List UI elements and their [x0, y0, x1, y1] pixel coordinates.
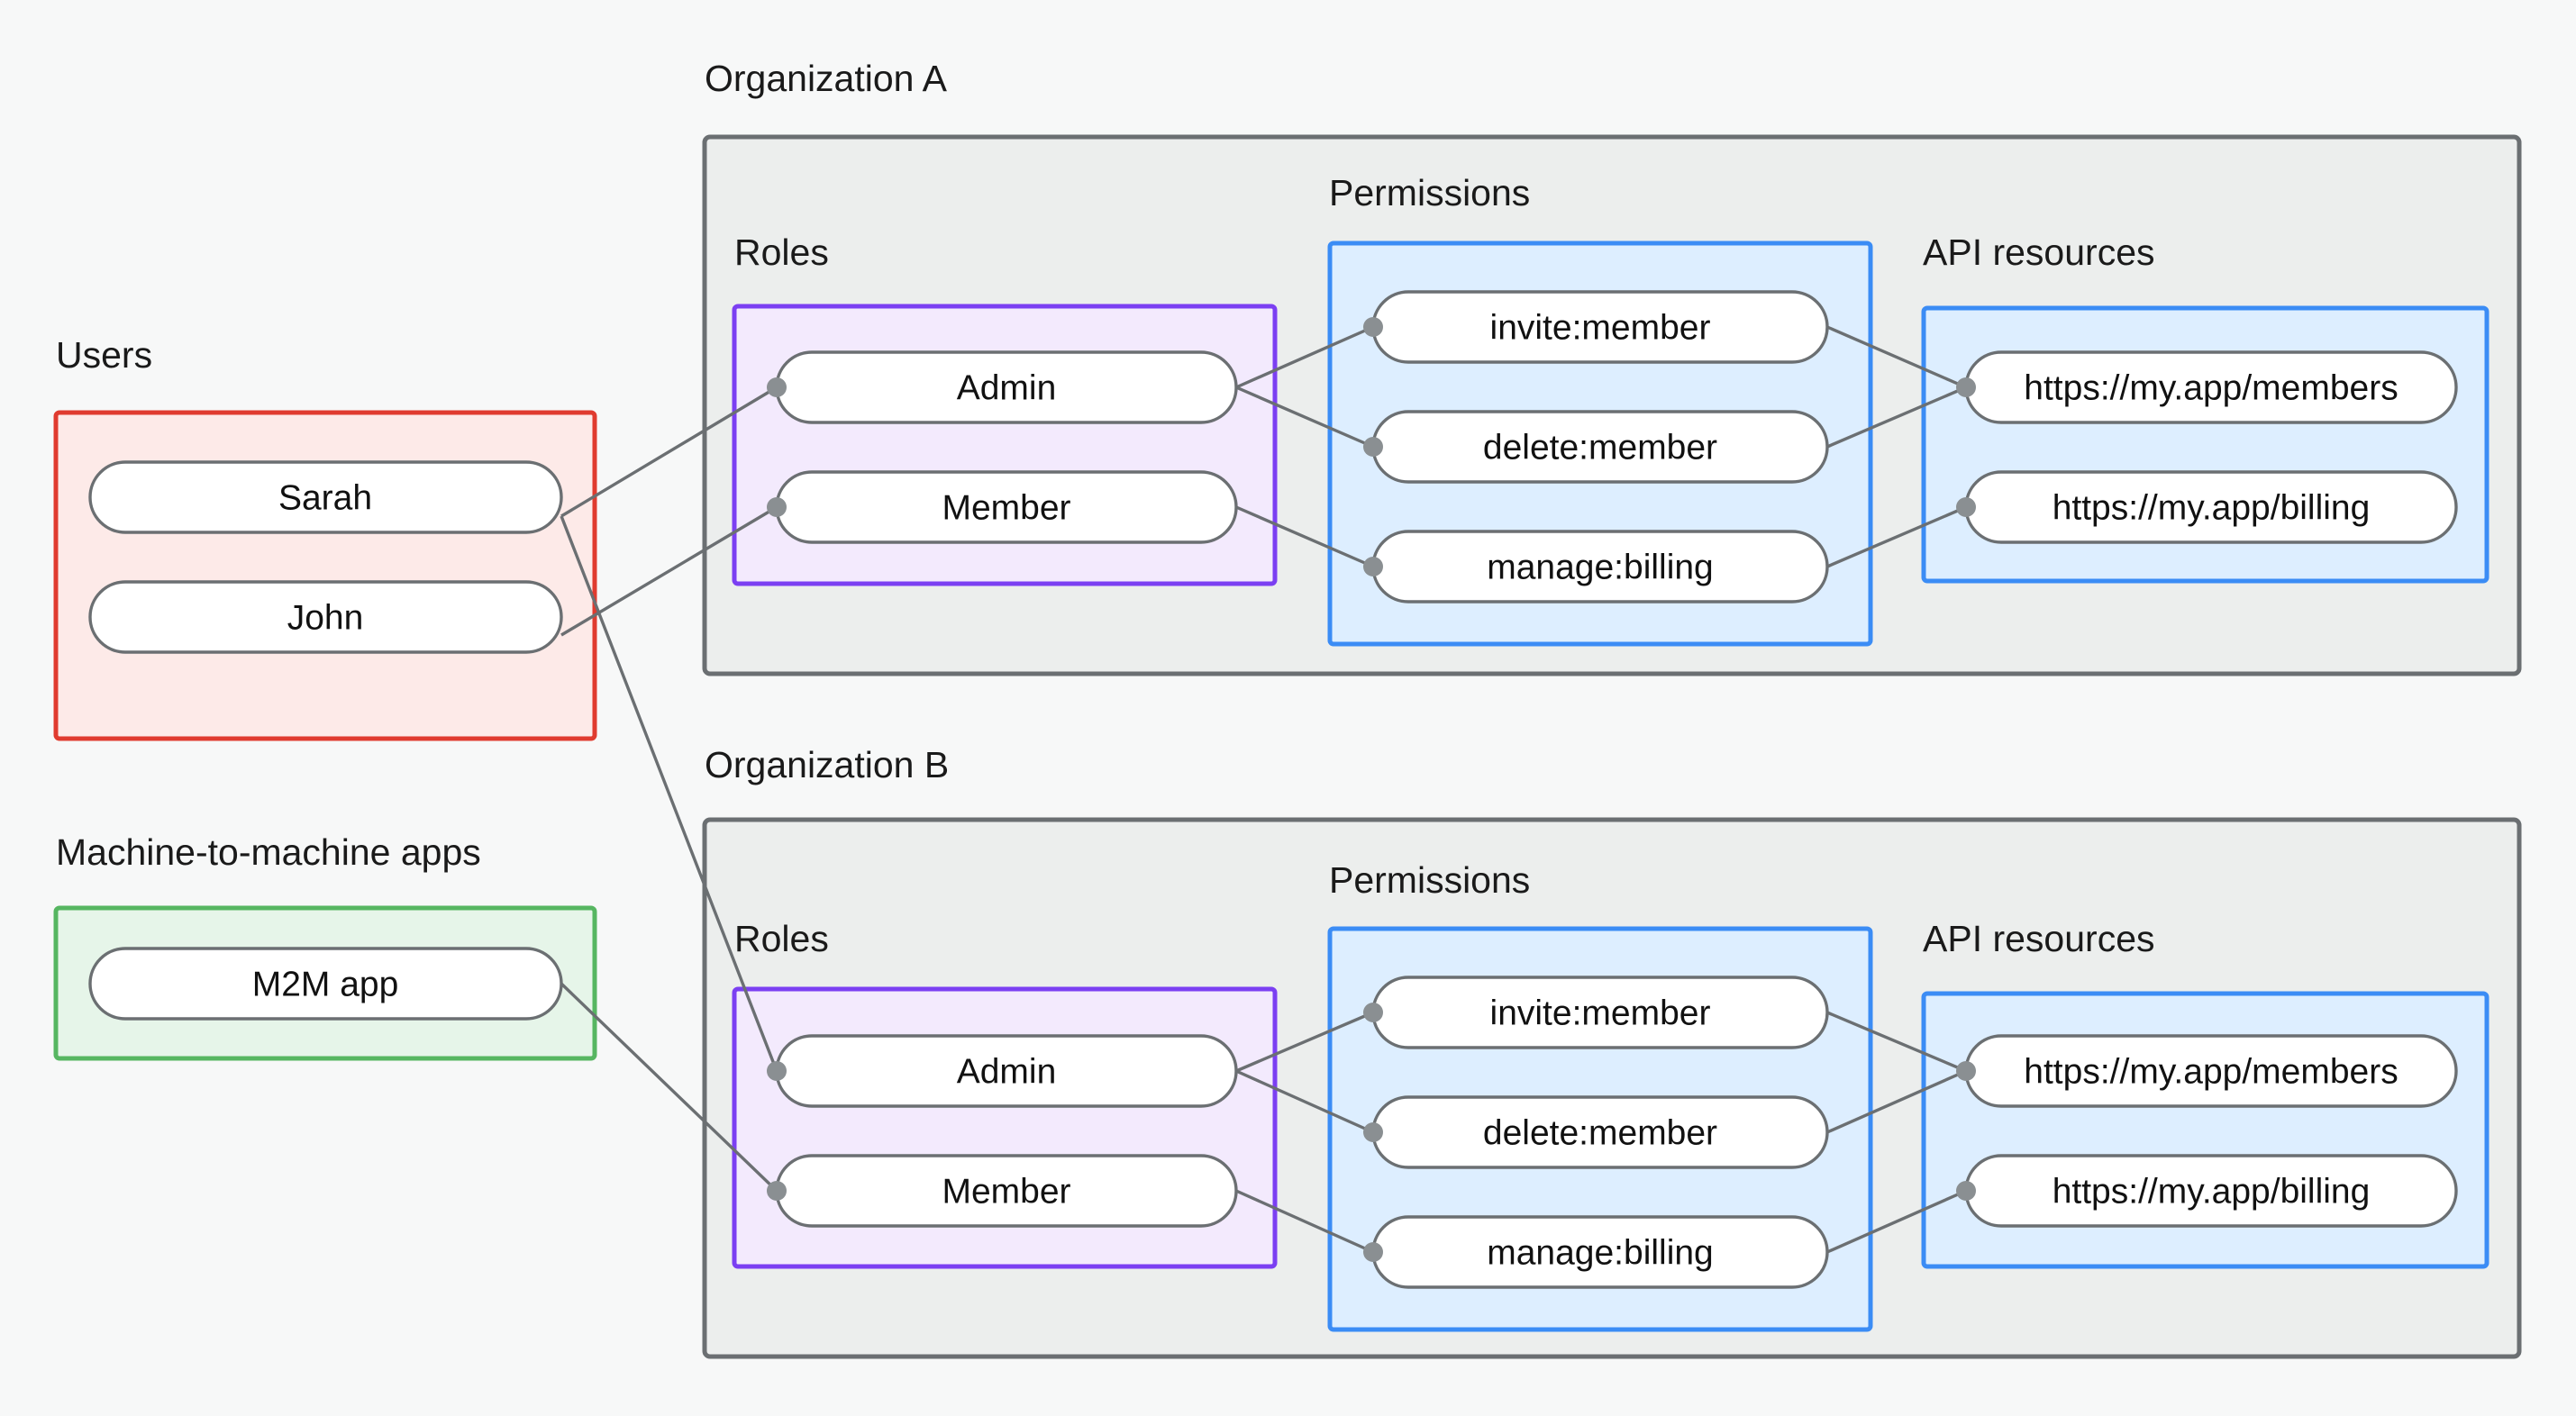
machine-apps-title: Machine-to-machine apps — [56, 831, 481, 873]
edge-endpoint-dots — [767, 317, 1976, 1262]
edge-john-to-a-member — [560, 505, 778, 637]
node-m2m-app-label: M2M app — [252, 965, 399, 1003]
edge-b-billing-to-res-billing — [1826, 1189, 1967, 1254]
edge-b-member-to-billing — [1235, 1189, 1374, 1254]
node-b-invite-member-label: invite:member — [1490, 994, 1711, 1032]
edge-b-admin-to-invite — [1235, 1011, 1374, 1073]
node-b-manage-billing[interactable]: manage:billing — [1371, 1215, 1829, 1289]
edge-m2m-to-b-member — [560, 982, 778, 1193]
node-b-member[interactable]: Member — [775, 1154, 1238, 1228]
edge-b-admin-to-delete — [1235, 1069, 1374, 1134]
edge-a-member-to-billing — [1235, 505, 1374, 568]
dot-a-invite-in — [1363, 317, 1383, 337]
edge-a-delete-to-res-members — [1826, 386, 1967, 449]
edge-sarah-to-b-admin — [560, 515, 778, 1072]
node-b-resource-billing-label: https://my.app/billing — [2053, 1172, 2371, 1211]
roles-b-title: Roles — [734, 918, 829, 959]
node-a-admin[interactable]: Admin — [775, 350, 1238, 424]
edge-sarah-to-a-admin — [560, 386, 778, 518]
node-a-admin-label: Admin — [957, 368, 1057, 407]
dot-a-admin-in — [767, 377, 787, 397]
node-m2m-app[interactable]: M2M app — [88, 947, 563, 1021]
organization-a-title: Organization A — [705, 58, 948, 99]
dot-b-member-in — [767, 1181, 787, 1201]
dot-b-admin-in — [767, 1061, 787, 1081]
node-a-manage-billing[interactable]: manage:billing — [1371, 530, 1829, 604]
dot-b-res-billing-in — [1956, 1181, 1976, 1201]
node-b-admin[interactable]: Admin — [775, 1034, 1238, 1108]
node-b-delete-member[interactable]: delete:member — [1371, 1095, 1829, 1169]
node-a-member-label: Member — [942, 488, 1070, 527]
edge-b-invite-to-res-members — [1826, 1011, 1967, 1073]
node-b-member-label: Member — [942, 1172, 1070, 1211]
dot-a-res-members-in — [1956, 377, 1976, 397]
dot-b-res-members-in — [1956, 1061, 1976, 1081]
edge-a-admin-to-invite — [1235, 325, 1374, 389]
node-b-manage-billing-label: manage:billing — [1487, 1233, 1714, 1272]
node-b-admin-label: Admin — [957, 1052, 1057, 1091]
node-a-invite-member-label: invite:member — [1490, 308, 1711, 347]
node-john-label: John — [287, 598, 364, 637]
node-b-resource-members[interactable]: https://my.app/members — [1964, 1034, 2458, 1108]
edge-a-billing-to-res-billing — [1826, 505, 1967, 568]
dot-b-invite-in — [1363, 1003, 1383, 1022]
permissions-b-title: Permissions — [1329, 859, 1530, 901]
node-a-resource-billing[interactable]: https://my.app/billing — [1964, 470, 2458, 544]
edge-layer — [560, 325, 1967, 1254]
users-title: Users — [56, 334, 152, 376]
node-b-invite-member[interactable]: invite:member — [1371, 976, 1829, 1049]
dot-a-billing-in — [1363, 557, 1383, 576]
node-john[interactable]: John — [88, 580, 563, 654]
dot-a-member-in — [767, 497, 787, 517]
node-sarah[interactable]: Sarah — [88, 460, 563, 534]
edge-a-invite-to-res-members — [1826, 325, 1967, 389]
organization-b-title: Organization B — [705, 744, 949, 785]
node-b-resource-billing[interactable]: https://my.app/billing — [1964, 1154, 2458, 1228]
node-a-resource-members-label: https://my.app/members — [2024, 368, 2398, 407]
node-b-delete-member-label: delete:member — [1483, 1113, 1717, 1152]
dot-b-delete-in — [1363, 1122, 1383, 1142]
dot-b-billing-in — [1363, 1242, 1383, 1262]
node-a-delete-member-label: delete:member — [1483, 428, 1717, 467]
node-a-invite-member[interactable]: invite:member — [1371, 290, 1829, 364]
node-a-resource-billing-label: https://my.app/billing — [2053, 488, 2371, 527]
node-a-manage-billing-label: manage:billing — [1487, 548, 1714, 586]
edge-a-admin-to-delete — [1235, 386, 1374, 449]
dot-a-res-billing-in — [1956, 497, 1976, 517]
api-resources-b-title: API resources — [1923, 918, 2155, 959]
node-b-resource-members-label: https://my.app/members — [2024, 1052, 2398, 1091]
roles-a-title: Roles — [734, 231, 829, 273]
node-a-delete-member[interactable]: delete:member — [1371, 410, 1829, 484]
dot-a-delete-in — [1363, 437, 1383, 457]
node-a-member[interactable]: Member — [775, 470, 1238, 544]
node-sarah-label: Sarah — [278, 478, 372, 517]
edge-b-delete-to-res-members — [1826, 1069, 1967, 1134]
permissions-a-title: Permissions — [1329, 172, 1530, 213]
api-resources-a-title: API resources — [1923, 231, 2155, 273]
node-a-resource-members[interactable]: https://my.app/members — [1964, 350, 2458, 424]
